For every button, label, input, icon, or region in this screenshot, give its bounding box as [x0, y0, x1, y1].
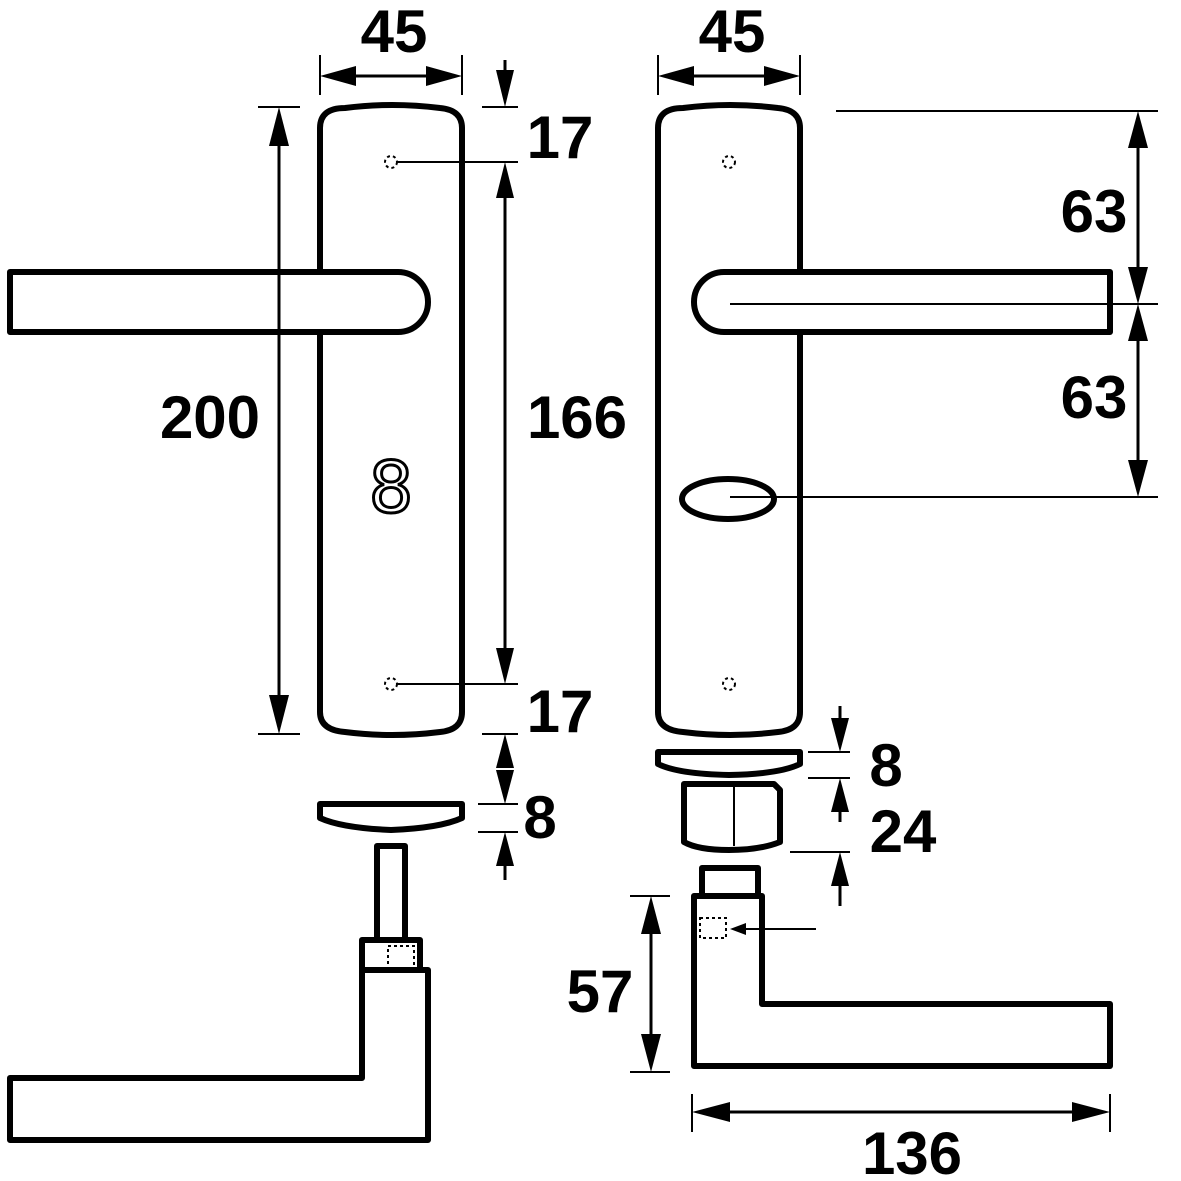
left-screw-offset-top-label: 17 [527, 104, 594, 171]
right-rose [655, 749, 803, 778]
right-handle-set: 45 63 63 8 24 57 [567, 0, 1158, 1181]
left-backplate [317, 102, 465, 738]
right-upper-center-distance-label: 63 [1061, 178, 1128, 245]
right-cylinder-height-label: 24 [870, 798, 937, 865]
right-cylinder-block [681, 781, 783, 853]
left-plate-width-label: 45 [361, 0, 428, 65]
right-top-screw-hole [722, 155, 736, 169]
keyhole-symbol: 8 [369, 447, 414, 529]
right-hidden-grub-screw [699, 917, 727, 939]
left-spindle [374, 843, 408, 945]
left-handle-set: 8 45 200 17 [7, 0, 627, 1143]
right-lower-center-distance-label: 63 [1061, 364, 1128, 431]
left-handle-side-view [7, 967, 431, 1143]
right-backplate [655, 102, 803, 738]
left-spindle-collar [359, 937, 423, 973]
right-rose-thickness-label: 8 [869, 732, 902, 799]
right-cylinder-hole [679, 476, 777, 522]
right-handle-length-label: 136 [862, 1120, 962, 1181]
left-screw-offset-bottom-label: 17 [527, 678, 594, 745]
left-plate-height-label: 200 [160, 384, 260, 451]
left-rose-thickness-label: 8 [523, 784, 556, 851]
right-bottom-screw-hole [722, 677, 736, 691]
right-handle-side-view [691, 893, 1113, 1069]
right-plate-width-label: 45 [699, 0, 766, 65]
left-lever-arm [7, 269, 431, 335]
left-screw-spacing-label: 166 [527, 384, 627, 451]
left-rose [317, 801, 465, 833]
right-handle-height-label: 57 [567, 958, 634, 1025]
right-lever-arm [691, 269, 1113, 335]
